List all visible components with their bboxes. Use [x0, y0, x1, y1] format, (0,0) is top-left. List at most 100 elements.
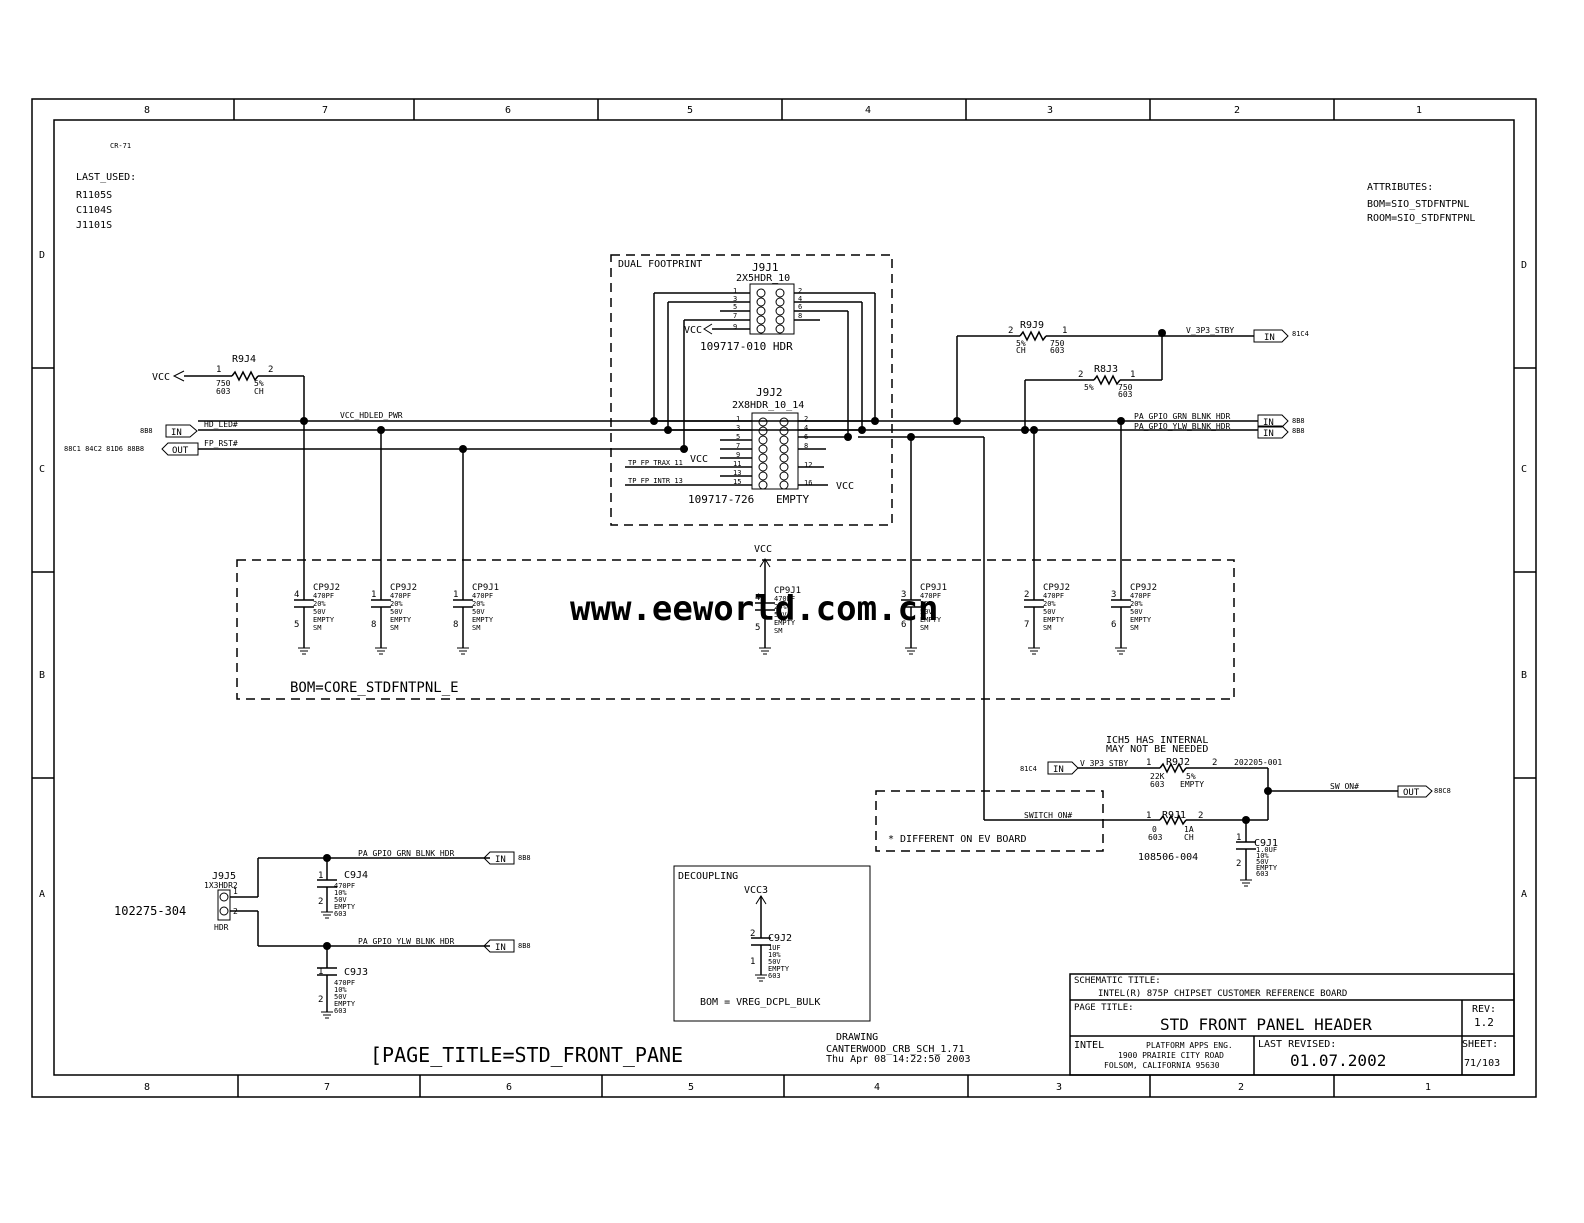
net-label-hd-led: HD_LED#: [204, 420, 238, 429]
pin-number: 1: [736, 415, 740, 423]
port-fp-rst-out: 88C1 84C2 81D6 88B8 OUT: [64, 442, 199, 456]
ref-designator: CP9J1: [774, 586, 801, 596]
part-value: 470PF: [1130, 592, 1151, 600]
col-label-top: 2: [1234, 105, 1240, 116]
attribute-item: ROOM=SIO_STDFNTPNL: [1367, 213, 1475, 224]
part-package: 603: [334, 1007, 347, 1015]
pin-number: 9: [733, 323, 737, 331]
part-tolerance: 10%: [334, 889, 347, 897]
title-block: SCHEMATIC TITLE: INTEL(R) 875P CHIPSET C…: [1069, 973, 1515, 1076]
part-note: EMPTY: [390, 616, 412, 624]
part-number: 109717-726: [688, 493, 754, 506]
port-ref: 8B8: [1292, 427, 1305, 435]
pin-number: 1: [1236, 833, 1241, 843]
pin-number: 6: [1111, 620, 1116, 630]
last-used-item: C1104S: [76, 205, 112, 216]
corner-ref: CR-71: [110, 142, 131, 150]
last-used-notes: CR-71 LAST_USED: R1105S C1104S J1101S: [76, 142, 136, 231]
part-tolerance: 20%: [1130, 600, 1143, 608]
part-value: 470PF: [1043, 592, 1064, 600]
part-voltage: 50V: [774, 611, 787, 619]
ichs-note-line: ICH5 HAS INTERNAL: [1106, 735, 1208, 746]
col-label-bottom: 5: [688, 1082, 694, 1093]
pin-number: 8: [798, 312, 802, 320]
header-j9j5: J9J5 1X3HDR2 1 2 HDR 102275-304 PA_GPIO_…: [114, 849, 531, 1019]
pin-number: 13: [733, 469, 741, 477]
pin-number: 1: [233, 887, 238, 896]
part-current: 1A: [1184, 825, 1194, 834]
attribute-item: BOM=SIO_STDFNTPNL: [1367, 199, 1469, 210]
ref-designator: R9J2: [1166, 757, 1190, 768]
pin-number: 1: [1146, 758, 1151, 768]
net-label-sw-on: SW_ON#: [1330, 782, 1359, 791]
cap-drop-wires: [380, 421, 1122, 600]
part-tolerance: 5%: [1084, 383, 1094, 392]
sw-on-output: SW_ON# OUT 88C8: [1242, 782, 1451, 842]
net-label-v3p3: V_3P3_STBY: [1186, 326, 1234, 335]
col-label-bottom: 2: [1238, 1082, 1244, 1093]
part-tolerance: 10%: [768, 951, 781, 959]
pin-number: 5: [294, 620, 299, 630]
resistor-r9j1: R9J1 1 2 0 603 1A CH 108506-004: [1138, 810, 1268, 863]
col-label-bottom: 1: [1425, 1082, 1431, 1093]
rev-label: REV:: [1472, 1004, 1496, 1015]
part-value: 470PF: [472, 592, 493, 600]
pin-number: 2: [268, 365, 273, 375]
row-label-right: B: [1521, 670, 1527, 681]
ref-designator: J9J2: [756, 386, 783, 399]
pin-number: 15: [733, 478, 741, 486]
pin-number: 4: [294, 590, 299, 600]
pin-number: 8: [804, 442, 808, 450]
pin-number: 7: [736, 442, 740, 450]
pin-number: 7: [733, 312, 737, 320]
pin-number: 1: [1130, 370, 1135, 380]
net-label-v3p3: V_3P3_STBY: [1080, 759, 1128, 768]
part-package: 603: [1118, 390, 1133, 399]
pin-number: 1: [371, 590, 376, 600]
part-voltage: 50V: [768, 958, 781, 966]
part-voltage: 50V: [334, 993, 347, 1001]
part-package: 603: [768, 972, 781, 980]
port-direction: IN: [1263, 429, 1274, 439]
row-label-left: D: [39, 250, 45, 261]
port-ref: 81C4: [1292, 330, 1309, 338]
part-note: EMPTY: [1130, 616, 1152, 624]
port-ref: 88C1 84C2 81D6 88B8: [64, 445, 144, 453]
part-voltage: 50V: [1043, 608, 1056, 616]
resistor-r8j3: R8J3 2 1 5% 750 603: [1024, 336, 1163, 430]
company-address-line: 1900 PRAIRIE CITY ROAD: [1118, 1051, 1224, 1060]
part-note: CH: [1184, 833, 1194, 842]
company-address-line: PLATFORM APPS ENG.: [1146, 1041, 1233, 1050]
col-label-top: 4: [865, 105, 871, 116]
connector-type: 1X3HDR2: [204, 881, 238, 890]
port-direction: OUT: [172, 446, 189, 456]
col-label-top: 7: [322, 105, 328, 116]
net-label-hd-led-pwr: VCC_HDLED_PWR: [340, 411, 403, 420]
part-tolerance: 10%: [1256, 852, 1269, 860]
ref-designator: CP9J2: [390, 583, 417, 593]
port-ref: 88C8: [1434, 787, 1451, 795]
pin-number: 2: [1212, 758, 1217, 768]
col-label-bottom: 3: [1056, 1082, 1062, 1093]
capacitor-c9j4: C9J4 1 2 470PF 10% 50V EMPTY 603: [318, 870, 368, 918]
ref-designator: R9J1: [1162, 810, 1186, 821]
port-ref: 8B8: [518, 854, 531, 862]
part-tolerance: 20%: [1043, 600, 1056, 608]
pin-number: 1: [750, 957, 755, 967]
pin-number: 3: [901, 590, 906, 600]
part-note: EMPTY: [334, 1000, 356, 1008]
part-value: 470PF: [334, 882, 355, 890]
row-label-left: A: [39, 889, 45, 900]
pin-number: 2: [798, 287, 802, 295]
company-name: INTEL: [1074, 1040, 1104, 1051]
power-label-vcc: VCC: [690, 454, 708, 465]
col-label-bottom: 4: [874, 1082, 880, 1093]
pin-number: 5: [755, 623, 760, 633]
pin-number: 1: [216, 365, 221, 375]
last-used-item: J1101S: [76, 220, 112, 231]
power-label-vcc: VCC: [836, 481, 854, 492]
connector-footer: HDR: [214, 923, 229, 932]
part-value: 750: [1118, 383, 1133, 392]
net-label-fp-rst: FP_RST#: [204, 439, 238, 448]
part-package: SM: [390, 624, 398, 632]
